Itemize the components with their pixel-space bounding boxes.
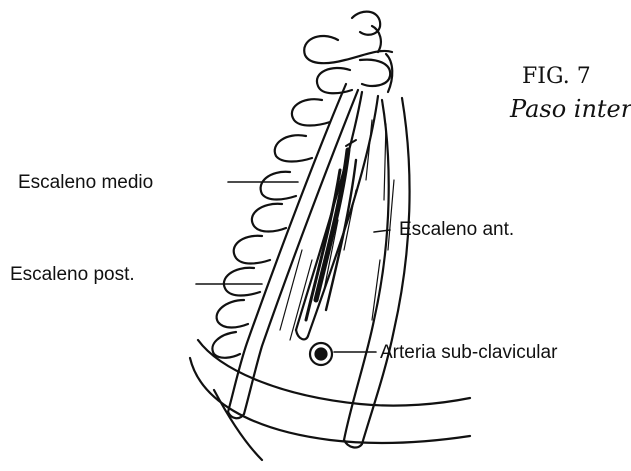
label-scalene-anterior: Escaleno ant.	[399, 220, 514, 239]
figure-number: FIG. 7	[522, 66, 591, 88]
label-scalene-middle: Escaleno medio	[18, 173, 153, 192]
label-scalene-posterior: Escaleno post.	[10, 265, 135, 284]
subclavian-artery	[310, 343, 332, 365]
label-subclavian-artery: Arteria sub-clavicular	[380, 343, 557, 362]
figure-title: Paso inter	[510, 97, 631, 121]
